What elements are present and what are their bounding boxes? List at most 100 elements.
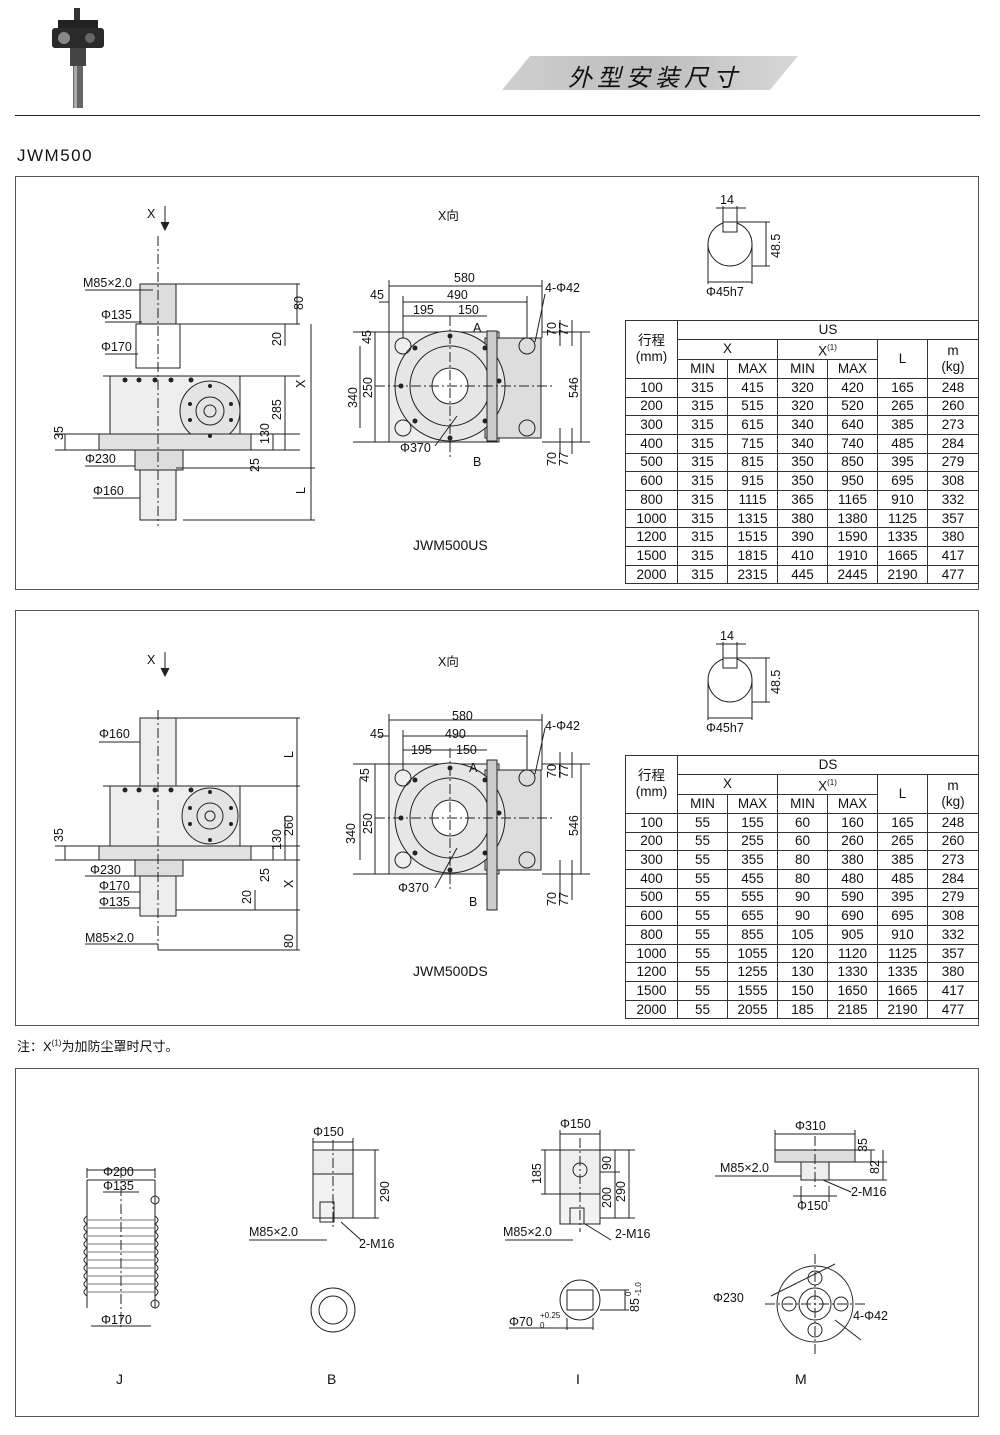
ds-table-title: DS bbox=[676, 755, 980, 775]
table-cell: 308 bbox=[926, 471, 980, 491]
table-cell: 400 bbox=[625, 433, 678, 454]
table-cell: 950 bbox=[827, 471, 878, 491]
ds-d340-label: 340 bbox=[344, 823, 358, 844]
table-cell: 185 bbox=[777, 999, 828, 1020]
table-cell: 615 bbox=[727, 415, 778, 435]
us-holes-label: 4-Φ42 bbox=[545, 281, 580, 295]
accessory-i-label: I bbox=[576, 1371, 580, 1387]
ds-col-x-min: MIN bbox=[677, 794, 728, 814]
table-cell: 590 bbox=[827, 887, 878, 908]
us-d25-label: 25 bbox=[248, 458, 262, 472]
j-d135-label: Φ135 bbox=[103, 1179, 134, 1193]
us-col-x-max: MAX bbox=[727, 359, 778, 379]
table-cell: 100 bbox=[625, 812, 678, 833]
table-cell: 332 bbox=[926, 925, 980, 945]
table-cell: 55 bbox=[677, 925, 728, 945]
ds-col-x: X bbox=[677, 773, 778, 796]
ds-d14-label: 14 bbox=[720, 629, 734, 643]
ds-d20-label: 20 bbox=[240, 890, 254, 904]
table-cell: 55 bbox=[677, 868, 728, 889]
table-cell: 1815 bbox=[727, 546, 778, 566]
ds-spec-table: 行程(mm) DS X X(1) L m(kg) MIN MAX MIN MAX… bbox=[625, 755, 980, 1020]
i-d70-tol2-label: 0 bbox=[540, 1321, 545, 1330]
table-cell: 815 bbox=[727, 452, 778, 473]
table-cell: 390 bbox=[777, 527, 828, 548]
ds-d48-label: 48.5 bbox=[769, 670, 783, 694]
ds-view-label: X向 bbox=[438, 654, 459, 669]
m-d230-label: Φ230 bbox=[713, 1291, 744, 1305]
table-cell: 260 bbox=[827, 831, 878, 852]
ds-b-label: B bbox=[469, 895, 477, 909]
table-cell: 80 bbox=[777, 868, 828, 889]
ds-d580-label: 580 bbox=[452, 709, 473, 723]
table-cell: 55 bbox=[677, 981, 728, 1001]
ds-a-label: A bbox=[469, 761, 478, 775]
ds-d45h7-label: Φ45h7 bbox=[706, 721, 744, 735]
ds-d170-label: Φ170 bbox=[99, 879, 130, 893]
i-m16-label: 2-M16 bbox=[615, 1227, 650, 1241]
ds-shaft-key-detail: 14 48.5 Φ45h7 bbox=[706, 629, 783, 735]
table-cell: 150 bbox=[777, 981, 828, 1001]
accessories-frame bbox=[15, 1068, 979, 1417]
ds-d490-label: 490 bbox=[445, 727, 466, 741]
us-col-x: X bbox=[677, 338, 778, 361]
table-cell: 55 bbox=[677, 831, 728, 852]
us-d150-label: 150 bbox=[458, 303, 479, 317]
table-cell: 385 bbox=[877, 415, 928, 435]
us-d546-label: 546 bbox=[567, 377, 581, 398]
us-caption: JWM500US bbox=[413, 537, 488, 553]
ds-d77a-label: 77 bbox=[557, 764, 571, 778]
us-col-l: L bbox=[877, 338, 928, 379]
table-cell: 1330 bbox=[827, 962, 878, 983]
b-d150-label: Φ150 bbox=[313, 1125, 344, 1139]
i-d70-tol-label: +0.25 bbox=[540, 1311, 561, 1320]
ds-d150-label: 150 bbox=[456, 743, 477, 757]
table-cell: 2315 bbox=[727, 564, 778, 585]
table-cell: 100 bbox=[625, 377, 678, 398]
table-cell: 1200 bbox=[625, 527, 678, 548]
table-cell: 284 bbox=[926, 433, 980, 454]
table-cell: 695 bbox=[877, 471, 928, 491]
ds-col-x1-min: MIN bbox=[777, 794, 828, 814]
table-cell: 55 bbox=[677, 850, 728, 870]
us-d135-label: Φ135 bbox=[101, 308, 132, 322]
section-title: 外型安装尺寸 bbox=[568, 64, 742, 92]
ds-d45v-label: 45 bbox=[358, 768, 372, 782]
m-d150-label: Φ150 bbox=[797, 1199, 828, 1213]
us-d250-label: 250 bbox=[361, 377, 375, 398]
table-cell: 60 bbox=[777, 812, 828, 833]
ds-d130-label: 130 bbox=[270, 829, 284, 850]
table-cell: 315 bbox=[677, 415, 728, 435]
i-d85-tol-label: 0 bbox=[624, 1291, 633, 1296]
table-cell: 500 bbox=[625, 887, 678, 908]
table-cell: 273 bbox=[926, 850, 980, 870]
table-cell: 600 bbox=[625, 906, 678, 926]
table-cell: 200 bbox=[625, 831, 678, 852]
table-cell: 910 bbox=[877, 925, 928, 945]
table-cell: 500 bbox=[625, 452, 678, 473]
ds-side-view bbox=[55, 652, 300, 951]
table-cell: 300 bbox=[625, 415, 678, 435]
us-d580-label: 580 bbox=[454, 271, 475, 285]
us-d45-label: 45 bbox=[370, 288, 384, 302]
table-cell: 350 bbox=[777, 471, 828, 491]
table-cell: 2000 bbox=[625, 999, 678, 1020]
accessory-i bbox=[505, 1130, 635, 1330]
table-cell: 1125 bbox=[877, 508, 928, 529]
us-d45h7-label: Φ45h7 bbox=[706, 285, 744, 299]
us-col-x1-min: MIN bbox=[777, 359, 828, 379]
us-d130-label: 130 bbox=[258, 423, 272, 444]
us-top-view bbox=[353, 280, 590, 458]
table-cell: 555 bbox=[727, 887, 778, 908]
table-cell: 1335 bbox=[877, 527, 928, 548]
table-cell: 485 bbox=[877, 868, 928, 889]
i-d200-label: 200 bbox=[600, 1187, 614, 1208]
us-d77b-label: 77 bbox=[557, 452, 571, 466]
ds-d230-label: Φ230 bbox=[90, 863, 121, 877]
section-banner bbox=[502, 56, 798, 90]
table-cell: 300 bbox=[625, 850, 678, 870]
